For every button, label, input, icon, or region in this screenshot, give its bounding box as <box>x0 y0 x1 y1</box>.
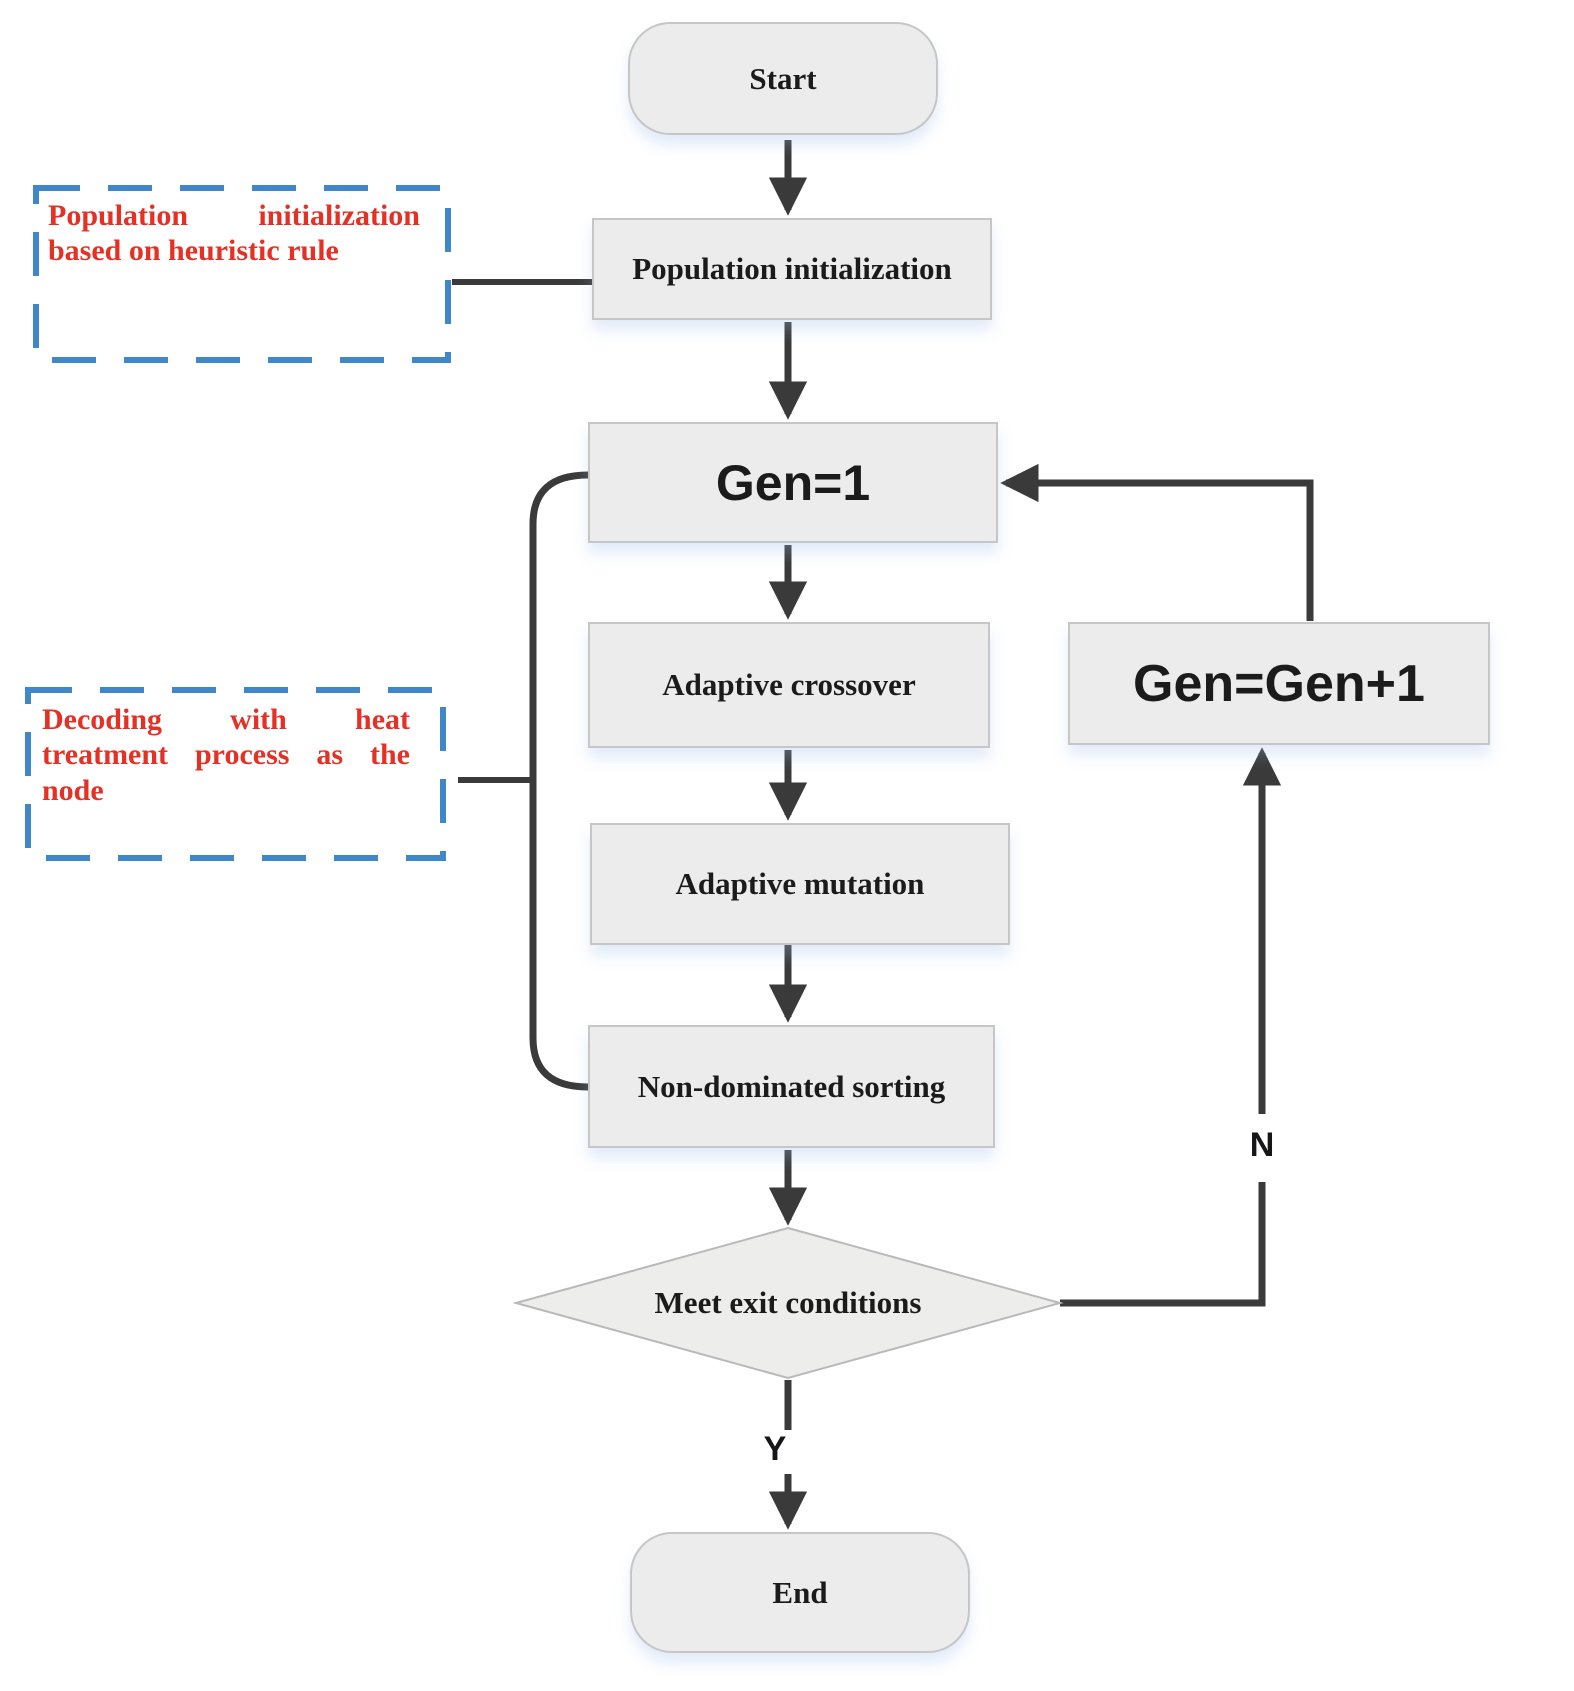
gen-increment-node: Gen=Gen+1 <box>1068 622 1490 745</box>
gen-init-label: Gen=1 <box>715 454 871 511</box>
start-node: Start <box>628 22 938 135</box>
gen-init-node: Gen=1 <box>588 422 998 543</box>
population-initialization-node: Population initialization <box>592 218 992 320</box>
exit-condition-decision-label: Meet exit conditions <box>516 1228 1060 1378</box>
start-node-label: Start <box>749 60 817 96</box>
line-decision-to-no-label <box>1060 1182 1266 1307</box>
adaptive-mutation-label: Adaptive mutation <box>675 866 925 901</box>
adaptive-crossover-node: Adaptive crossover <box>588 622 990 748</box>
decision-text: Meet exit conditions <box>654 1285 922 1320</box>
yes-edge-label: Y <box>763 1430 787 1468</box>
heuristic-annotation-border <box>33 185 451 363</box>
heuristic-annotation: Population initialization based on heuri… <box>48 199 420 268</box>
loop-bracket <box>529 471 592 1091</box>
non-dominated-sorting-label: Non-dominated sorting <box>637 1068 946 1104</box>
end-node: End <box>630 1532 970 1653</box>
end-node-label: End <box>772 1574 828 1610</box>
adaptive-mutation-node: Adaptive mutation <box>590 823 1010 945</box>
non-dominated-sorting-node: Non-dominated sorting <box>588 1025 995 1148</box>
adaptive-crossover-label: Adaptive crossover <box>662 667 916 702</box>
population-initialization-label: Population initialization <box>632 251 952 286</box>
no-edge-label: N <box>1249 1126 1275 1164</box>
decoding-annotation-border <box>25 687 446 861</box>
decoding-annotation: Decoding with heat treatment process as … <box>42 703 410 807</box>
arrow-genincrement-to-gen1 <box>1000 463 1314 621</box>
decision-diamond-shape <box>512 1226 1064 1380</box>
gen-increment-label: Gen=Gen+1 <box>1133 654 1425 713</box>
